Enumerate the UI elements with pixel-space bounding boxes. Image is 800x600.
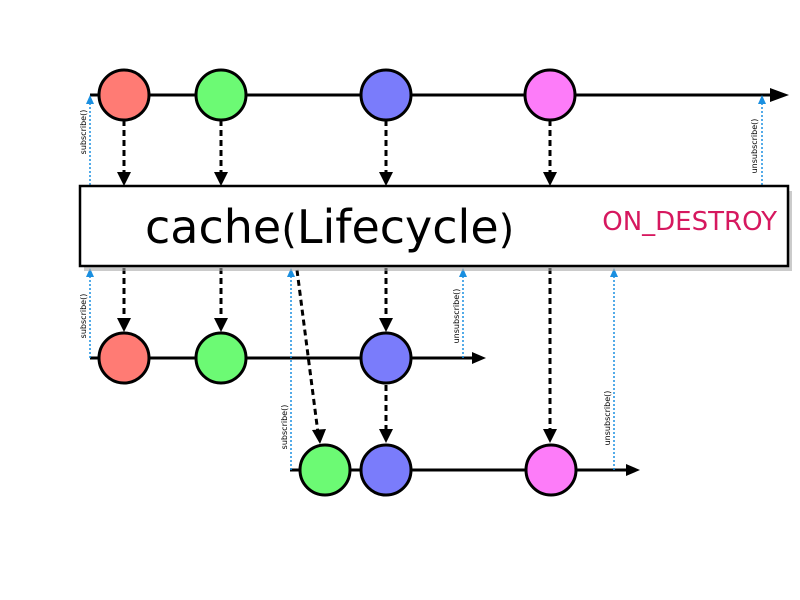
operator-box: cache(Lifecycle) ON_DESTROY [78, 184, 792, 271]
operator-name: cache [145, 200, 281, 254]
source-marble-blue [359, 68, 413, 122]
source-marble-green [194, 68, 248, 122]
operator-close-paren: ) [499, 207, 515, 253]
operator-box-border [78, 184, 790, 268]
subscription-arrowheads [86, 95, 766, 277]
unsubscribe-label: unsubscribe() [750, 119, 759, 174]
operator-argument: ON_DESTROY [602, 207, 777, 237]
subscription-labels: subscribe() unsubscribe() subscribe() un… [79, 110, 759, 450]
first-subscriber-timeline-arrowhead [472, 352, 486, 364]
source-marble-red [97, 68, 151, 122]
first-subscriber-marble-green [194, 331, 248, 385]
source-marble-pink [523, 68, 577, 122]
second-subscriber-marble-blue [359, 443, 413, 497]
subscribe-label: subscribe() [79, 110, 88, 155]
source-timeline-arrowhead [770, 88, 789, 102]
emission-arrowheads [117, 172, 557, 444]
first-subscriber-marble-red [97, 331, 151, 385]
unsubscribe-label: unsubscribe() [603, 391, 612, 446]
operator-label: cache(Lifecycle) [145, 200, 514, 254]
unsubscribe-label: unsubscribe() [452, 289, 461, 344]
operator-open-paren: ( [281, 207, 297, 253]
first-subscriber-marble-blue [359, 331, 413, 385]
subscribe-label: subscribe() [280, 405, 289, 450]
second-subscriber-marble-pink [524, 443, 578, 497]
second-subscriber-timeline-arrowhead [626, 464, 640, 476]
marbles [97, 68, 578, 497]
emission-arrows [122, 120, 552, 434]
subscribe-label: subscribe() [79, 294, 88, 339]
replay-arrow [295, 269, 320, 434]
second-subscriber-marble-green [298, 443, 352, 497]
subscription-lines [89, 100, 763, 470]
timelines [90, 88, 789, 476]
operator-param: Lifecycle [297, 200, 499, 254]
